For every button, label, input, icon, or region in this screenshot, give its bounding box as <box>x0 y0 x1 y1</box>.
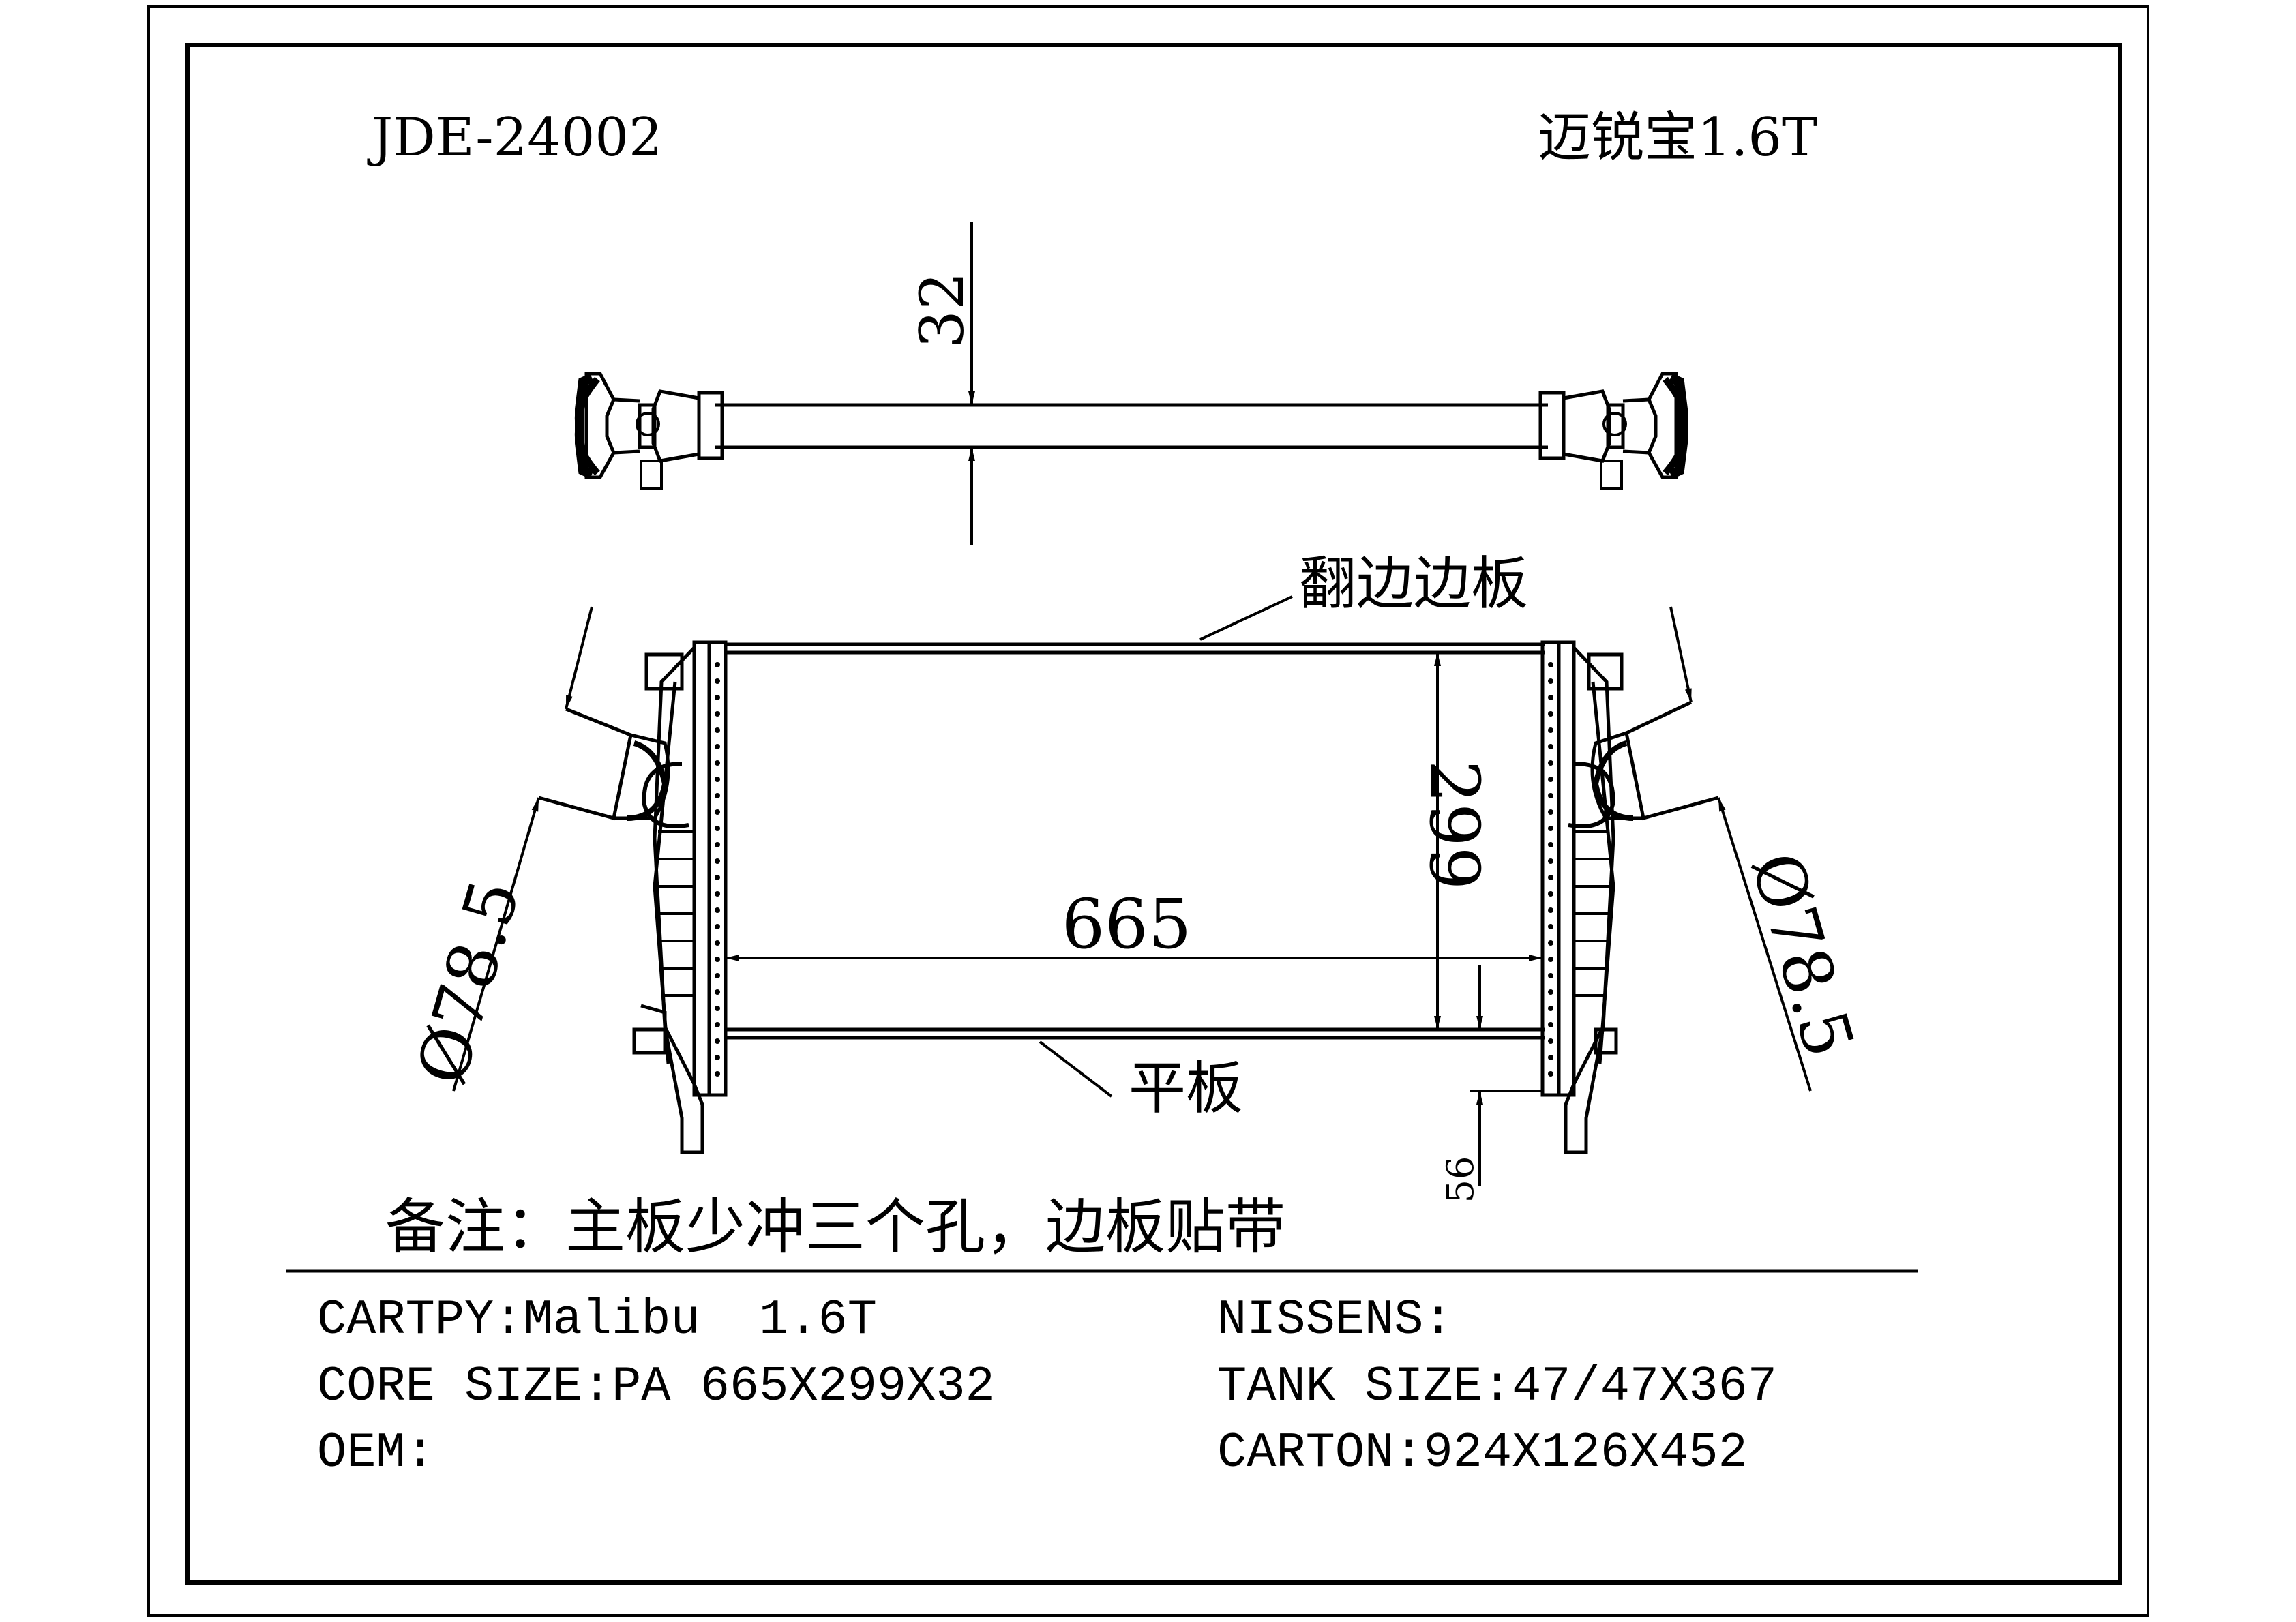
callout-flat-plate: 平板 <box>1129 1055 1243 1122</box>
header-hole <box>715 940 720 946</box>
header-hole <box>1548 760 1553 766</box>
header-hole <box>1548 842 1553 847</box>
header-hole <box>715 1022 720 1027</box>
header-hole <box>715 678 720 684</box>
header-hole <box>715 1006 720 1011</box>
model-title: 迈锐宝1.6T <box>1538 107 1817 168</box>
header-hole <box>715 727 720 733</box>
header-hole <box>715 842 720 847</box>
header-hole <box>715 793 720 798</box>
header-hole <box>1548 1038 1553 1044</box>
header-hole <box>715 777 720 782</box>
header-hole <box>715 924 720 929</box>
dimension-pipe-right-label: Ø78.5 <box>1735 844 1869 1066</box>
header-hole <box>715 1055 720 1060</box>
header-hole <box>715 695 720 700</box>
info-nissens: NISSENS: <box>1217 1292 1453 1348</box>
dimension-fin-offset-label: 56 <box>1439 1156 1482 1203</box>
callout-flanged-side-plate: 翻边边板 <box>1299 550 1528 617</box>
header-hole <box>715 957 720 962</box>
header-hole <box>715 989 720 995</box>
header-hole <box>1548 727 1553 733</box>
dimension-thickness-label: 32 <box>907 272 977 348</box>
info-cartpy: CARTPY:Malibu 1.6T <box>317 1292 877 1348</box>
dimension-pipe-left-label: Ø78.5 <box>402 871 535 1093</box>
header-hole <box>1548 1006 1553 1011</box>
header-hole <box>1548 973 1553 978</box>
header-hole <box>1548 793 1553 798</box>
dimension-pipe-left <box>452 606 593 1092</box>
header-hole <box>1548 891 1553 897</box>
header-hole <box>715 744 720 749</box>
header-hole <box>1548 826 1553 831</box>
header-hole <box>1548 1055 1553 1060</box>
header-hole <box>715 826 720 831</box>
header-holes-left <box>715 662 720 1077</box>
header-hole <box>715 809 720 815</box>
header-hole <box>1548 924 1553 929</box>
header-hole <box>1548 957 1553 962</box>
header-hole <box>715 662 720 667</box>
header-hole <box>1548 858 1553 864</box>
dimension-width-label: 665 <box>1062 884 1192 964</box>
header-hole <box>1548 809 1553 815</box>
header-hole <box>1548 907 1553 913</box>
info-tank-size: TANK SIZE:47/47X367 <box>1217 1359 1777 1415</box>
header-hole <box>715 711 720 717</box>
header-hole <box>715 907 720 913</box>
header-hole <box>715 973 720 978</box>
info-carton: CARTON:924X126X452 <box>1217 1425 1748 1481</box>
dimension-fin-offset <box>1470 965 1542 1186</box>
header-hole <box>715 875 720 880</box>
header-hole <box>715 760 720 766</box>
outer-frame <box>147 5 2149 1617</box>
header-hole <box>1548 695 1553 700</box>
header-hole <box>715 1038 720 1044</box>
header-hole <box>715 1071 720 1077</box>
header-hole <box>1548 1022 1553 1027</box>
front-view <box>538 640 1719 1154</box>
remark-note: 备注：主板少冲三个孔，边板贴带 <box>385 1192 1285 1262</box>
top-view <box>574 372 1688 490</box>
header-holes-right <box>1548 662 1553 1077</box>
header-hole <box>1548 1071 1553 1077</box>
callout-leader-flat <box>1039 1040 1113 1098</box>
header-hole <box>1548 662 1553 667</box>
header-hole <box>715 858 720 864</box>
info-core-size: CORE SIZE:PA 665X299X32 <box>317 1359 995 1415</box>
inner-frame <box>185 43 2122 1585</box>
callout-leader-flanged <box>1199 595 1293 641</box>
header-hole <box>1548 940 1553 946</box>
dimension-height-label: 299 <box>1414 760 1494 890</box>
info-oem: OEM: <box>317 1425 435 1481</box>
header-hole <box>1548 989 1553 995</box>
part-number: JDE-24002 <box>367 107 663 168</box>
header-hole <box>1548 777 1553 782</box>
header-hole <box>1548 711 1553 717</box>
header-hole <box>1548 875 1553 880</box>
header-hole <box>715 891 720 897</box>
header-hole <box>1548 678 1553 684</box>
header-hole <box>1548 744 1553 749</box>
dimension-pipe-right <box>1669 606 1812 1092</box>
